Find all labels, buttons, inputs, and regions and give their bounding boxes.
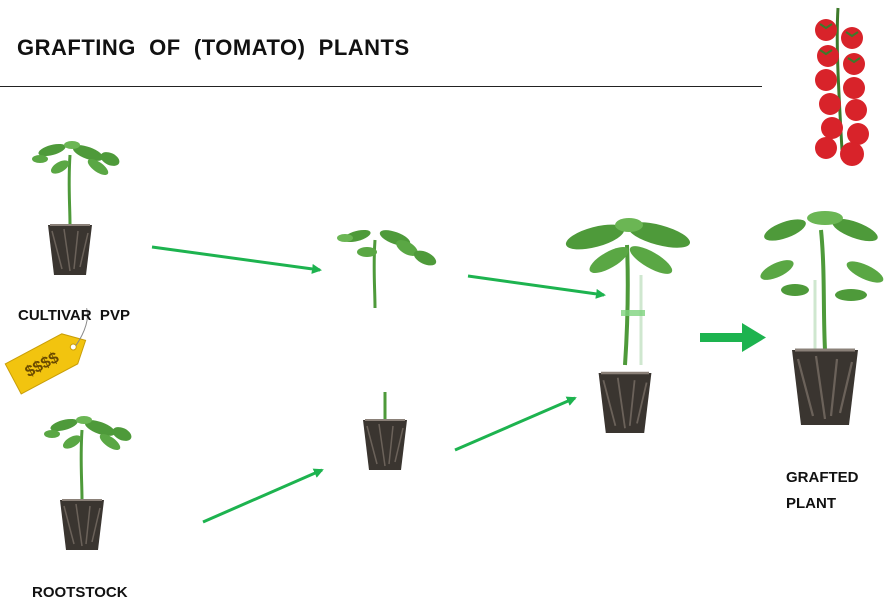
arrow-cultivar-to-scion bbox=[152, 247, 320, 270]
arrow-scion-to-graft bbox=[468, 276, 604, 295]
grafted-with-clip bbox=[563, 217, 692, 433]
rootstock-label: ROOTSTOCK bbox=[32, 583, 128, 603]
cultivar-seedling bbox=[32, 141, 122, 275]
grafted-label-line1: GRAFTED bbox=[786, 468, 859, 488]
graft-clip bbox=[621, 310, 645, 316]
rootstock-base bbox=[363, 392, 407, 470]
tomato-cluster-icon bbox=[815, 8, 869, 166]
grafted-label-line2: PLANT bbox=[786, 494, 836, 514]
arrow-base-to-graft bbox=[455, 398, 575, 450]
rootstock-seedling bbox=[44, 416, 134, 550]
arrow-rootstock-to-base bbox=[203, 470, 322, 522]
arrow-to-grafted-plant bbox=[700, 323, 766, 352]
scion-cutting bbox=[337, 227, 438, 308]
final-grafted-plant bbox=[758, 211, 886, 425]
cultivar-label: CULTIVAR PVP bbox=[18, 306, 130, 326]
